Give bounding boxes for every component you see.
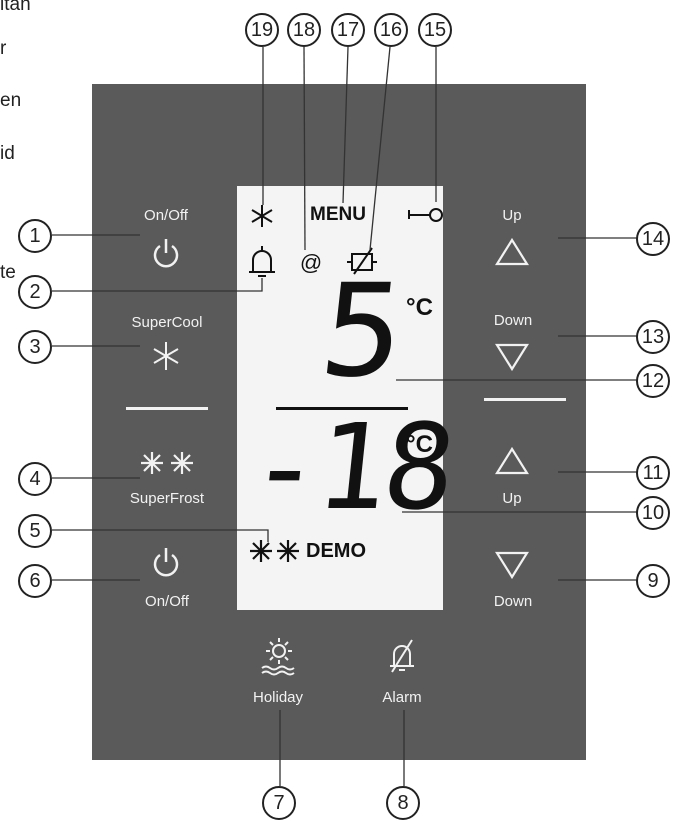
triangle-up-icon[interactable] [494, 237, 530, 267]
callout-8: 8 [386, 786, 420, 820]
up-bottom-label: Up [502, 490, 522, 507]
side-text-fragment-3: en [0, 90, 22, 111]
callout-19: 19 [245, 13, 279, 47]
callout-1: 1 [18, 219, 52, 253]
callout-13: 13 [636, 320, 670, 354]
double-snowflake-icon [250, 540, 299, 562]
snowflake-icon[interactable] [150, 340, 182, 372]
onoff-top-label: On/Off [144, 207, 188, 224]
up-top-label: Up [502, 207, 522, 224]
onoff-bottom-label: On/Off [145, 593, 189, 610]
down-bottom-label: Down [493, 593, 533, 610]
at-icon: @ [300, 250, 322, 274]
callout-10: 10 [636, 496, 670, 530]
right-divider [484, 398, 566, 401]
filter-crossed-icon [347, 247, 377, 275]
lcd-divider [276, 407, 408, 410]
callout-16: 16 [374, 13, 408, 47]
callout-5: 5 [18, 514, 52, 548]
callout-17: 17 [331, 13, 365, 47]
triangle-down-icon[interactable] [494, 550, 530, 580]
snowflake-icon [251, 205, 273, 227]
callout-6: 6 [18, 564, 52, 598]
callout-18: 18 [287, 13, 321, 47]
down-top-label: Down [493, 312, 533, 329]
power-icon[interactable] [150, 236, 182, 270]
callout-9: 9 [636, 564, 670, 598]
svg-text:@: @ [300, 250, 322, 274]
callout-12: 12 [636, 364, 670, 398]
side-text-fragment-5: te [0, 262, 16, 283]
holiday-label: Holiday [252, 689, 304, 706]
callout-14: 14 [636, 222, 670, 256]
left-divider [126, 407, 208, 410]
callout-11: 11 [636, 456, 670, 490]
callout-2: 2 [18, 275, 52, 309]
side-text-fragment-2: r [0, 38, 7, 59]
menu-indicator: MENU [310, 204, 366, 225]
demo-indicator: DEMO [306, 540, 366, 562]
callout-4: 4 [18, 462, 52, 496]
callout-15: 15 [418, 13, 452, 47]
callout-7: 7 [262, 786, 296, 820]
fridge-unit: °C [406, 294, 433, 321]
side-text-fragment-1: itan [0, 0, 31, 15]
triangle-up-icon[interactable] [494, 446, 530, 476]
freezer-unit: °C [406, 431, 433, 458]
superfrost-label: SuperFrost [129, 490, 205, 507]
callout-3: 3 [18, 330, 52, 364]
bell-icon [249, 246, 275, 277]
bell-crossed-icon[interactable] [386, 638, 418, 674]
alarm-label: Alarm [382, 689, 422, 706]
key-icon [408, 208, 443, 222]
power-icon[interactable] [150, 545, 182, 579]
supercool-label: SuperCool [131, 314, 203, 331]
side-text-fragment-4: id [0, 143, 15, 164]
sun-icon[interactable] [258, 637, 300, 677]
triangle-down-icon[interactable] [494, 342, 530, 372]
double-snowflake-icon[interactable] [138, 449, 196, 477]
